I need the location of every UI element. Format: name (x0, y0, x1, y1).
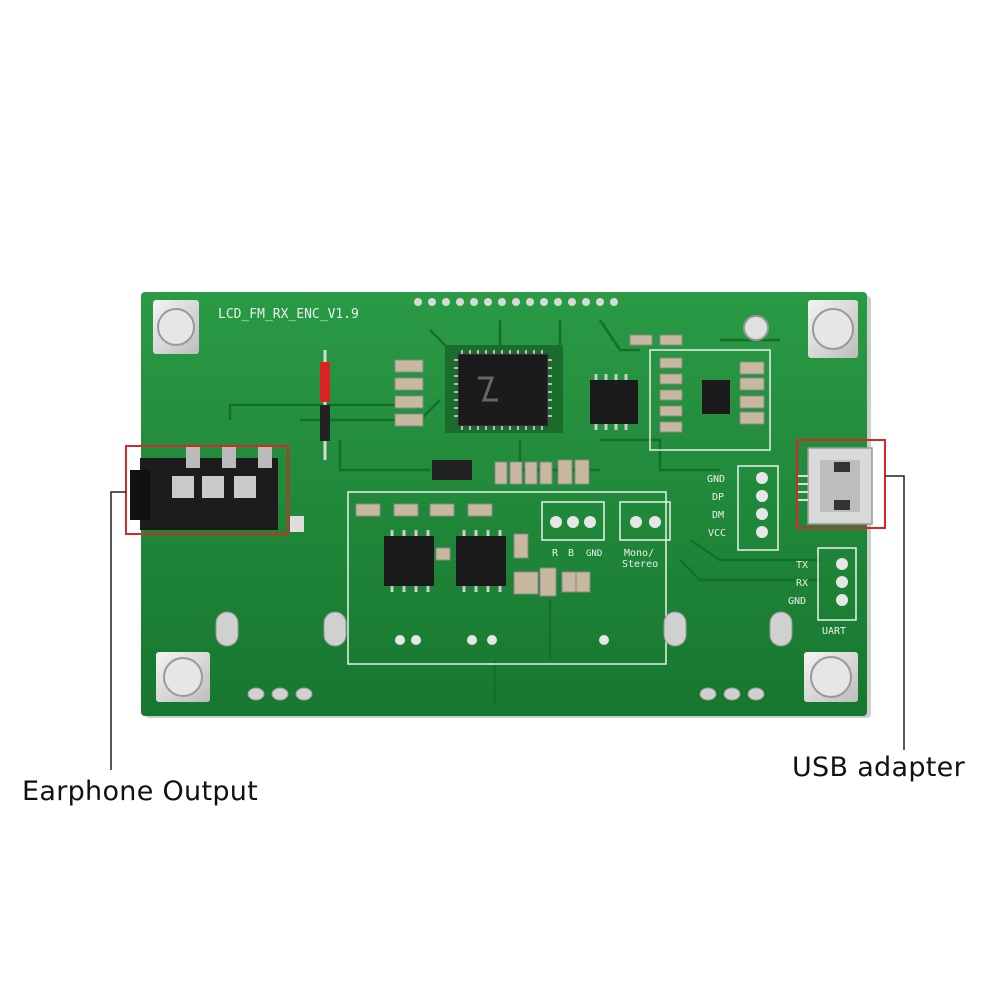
amp-section (347, 491, 667, 665)
board-title: LCD_FM_RX_ENC_V1.9 (218, 307, 359, 322)
earphone-highlight-box (125, 445, 289, 535)
slot-pads (215, 611, 793, 701)
micro-usb-connector (798, 447, 873, 525)
label-vcc: VCC (708, 528, 726, 539)
smd-row (494, 459, 590, 485)
label-b: B (568, 548, 574, 559)
label-r: R (552, 548, 559, 559)
label-gnd-audio: GND (586, 549, 602, 559)
usb-adapter-label: USB adapter (792, 752, 965, 783)
earphone-output-label: Earphone Output (22, 776, 259, 807)
component-block-right (629, 334, 771, 451)
label-mono: Mono/ (624, 548, 654, 559)
label-dp: DP (712, 492, 724, 503)
main-chip (445, 345, 563, 433)
earphone-jack (130, 446, 304, 532)
mounting-holes (153, 300, 858, 702)
soic-chip (590, 374, 638, 430)
label-dm: DM (712, 510, 724, 521)
label-gnd-uart: GND (788, 596, 806, 607)
label-tx: TX (796, 560, 808, 571)
resistor-stack (394, 359, 424, 427)
uart-header: TX RX GND UART (788, 547, 857, 637)
earphone-leader-line (110, 491, 126, 770)
lcd-header-pads (414, 298, 618, 306)
usb-highlight-box (796, 439, 886, 529)
audio-header: R B GND (541, 501, 605, 559)
usb-header: GND DP DM VCC (707, 465, 779, 551)
label-stereo: Stereo (622, 559, 658, 570)
label-gnd: GND (707, 474, 725, 485)
usb-leader-line (885, 475, 905, 750)
diode (432, 460, 472, 480)
antenna-wire (320, 350, 330, 460)
label-rx: RX (796, 578, 808, 589)
label-uart: UART (822, 626, 846, 637)
mono-stereo-header: Mono/ Stereo (619, 501, 671, 570)
